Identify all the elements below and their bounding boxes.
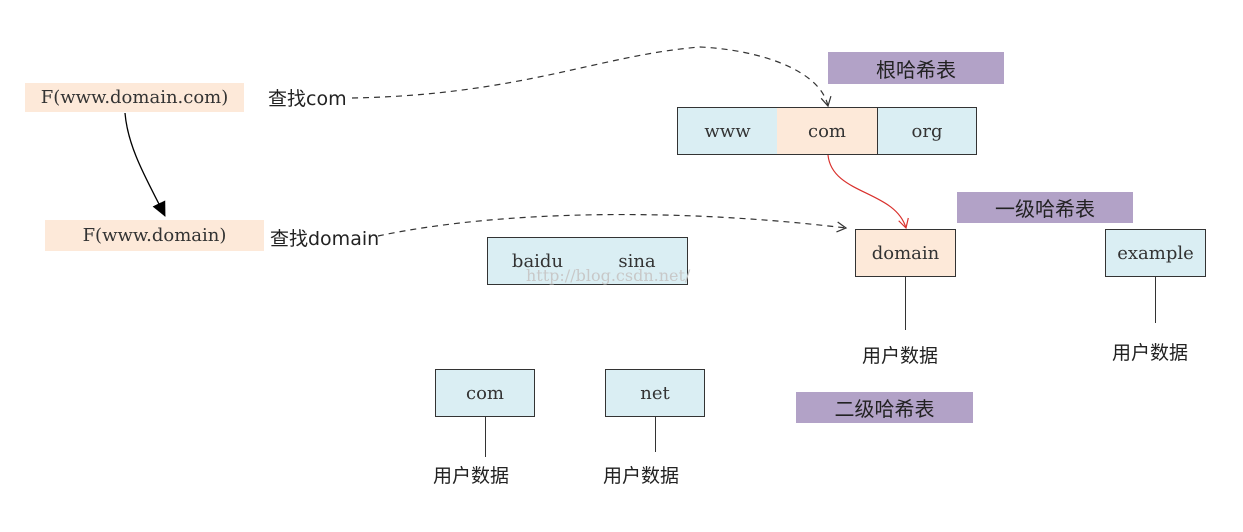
formula-f2-node: F(www.domain)	[45, 220, 264, 251]
level2-cell-baidu: baidu	[487, 237, 588, 285]
level1-example-link	[1155, 277, 1156, 323]
level2-net-user-data: 用户数据	[603, 465, 680, 487]
root-cell-com: com	[777, 107, 878, 155]
level2-com-user-data: 用户数据	[433, 465, 510, 487]
level1-domain-user-data: 用户数据	[862, 345, 939, 367]
level1-domain-link	[905, 277, 906, 330]
find-domain-label: 查找domain	[270, 228, 380, 250]
level2-net-link	[655, 417, 656, 452]
formula-f1-text: F(www.domain.com)	[40, 87, 229, 108]
arrow-com-to-domain	[827, 154, 909, 230]
formula-f1-node: F(www.domain.com)	[25, 83, 244, 112]
root-cell-www: www	[677, 107, 778, 155]
arrow-find-domain	[377, 213, 848, 237]
arrow-find-com	[351, 46, 832, 108]
level2-table-label: 二级哈希表	[796, 392, 973, 423]
watermark: http://blog.csdn.net/	[526, 266, 691, 285]
formula-f2-text: F(www.domain)	[82, 225, 227, 246]
level1-example-user-data: 用户数据	[1112, 342, 1189, 364]
root-cell-org: org	[877, 107, 977, 155]
level1-table-label: 一级哈希表	[957, 192, 1133, 223]
level1-node-domain: domain	[855, 229, 956, 277]
level2-cell-sina: sina	[587, 237, 688, 285]
level1-node-example: example	[1105, 229, 1206, 277]
arrow-f1-to-f2	[124, 112, 166, 217]
level2-node-net: net	[605, 369, 705, 417]
level2-node-com: com	[435, 369, 535, 417]
level2-com-link	[485, 417, 486, 457]
root-table-label: 根哈希表	[828, 52, 1004, 84]
find-com-label: 查找com	[268, 88, 347, 110]
